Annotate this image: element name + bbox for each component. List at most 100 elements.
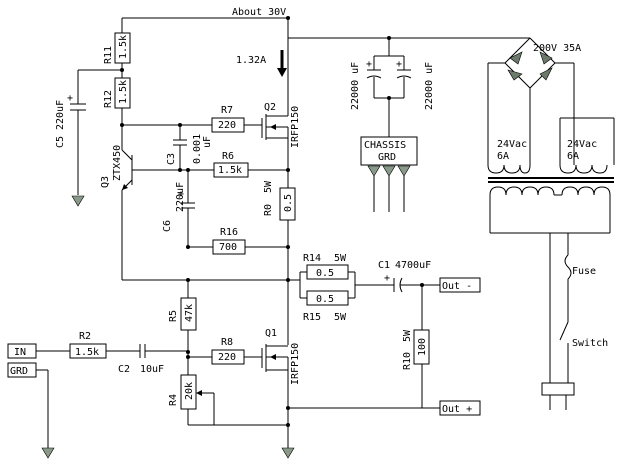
transistor-q3: Q3 ZTX450	[100, 145, 138, 280]
resistor-r0: 0.5 R0 5W	[263, 180, 296, 221]
r11-name: R11	[103, 46, 114, 64]
diode-icon	[539, 51, 553, 65]
diode-icon	[509, 51, 523, 65]
q3-part: ZTX450	[112, 145, 123, 181]
ground-icon	[397, 165, 411, 177]
q2-name: Q2	[264, 102, 276, 113]
capacitor-bank: + + 22000 uF 22000 uF	[350, 59, 435, 110]
svg-text:+: +	[384, 273, 390, 284]
r14-name: R14	[303, 253, 321, 264]
secondary-left-voltage: 24Vac	[497, 139, 527, 150]
resistor-r14: 0.5 R14 5W	[303, 253, 349, 280]
q2-part: IRFP150	[290, 106, 301, 148]
capacitor-c6: + C6 220uF	[162, 170, 195, 247]
c6-name: C6	[162, 220, 173, 232]
r10-value: 100	[417, 338, 428, 356]
c3-unit: uF	[202, 136, 213, 148]
q1-part: IRFP150	[290, 343, 301, 385]
r2-value: 1.5k	[75, 347, 99, 358]
r16-name: R16	[220, 227, 238, 238]
out-plus-terminal: Out +	[439, 400, 481, 416]
transformer: 24Vac 6A 24Vac 6A	[487, 117, 615, 234]
bridge-rectifier: 200V 35A	[504, 37, 581, 89]
grd-label: GRD	[10, 366, 28, 377]
resistor-r16: 700 R16	[212, 227, 246, 255]
ground-icon	[281, 447, 295, 459]
r0-name: R0	[263, 204, 274, 216]
svg-text:+: +	[366, 59, 372, 70]
secondary-right-voltage: 24Vac	[567, 139, 597, 150]
bridge-label: 200V 35A	[533, 43, 581, 54]
r15-name: R15	[303, 312, 321, 323]
r11-value: 1.5k	[118, 35, 129, 59]
r12-name: R12	[103, 90, 114, 108]
supply-voltage-label: About 30V	[232, 7, 286, 18]
c6-value: 220uF	[175, 182, 186, 212]
mosfet-q2: Q2 IRFP150	[261, 102, 301, 188]
down-arrow-icon	[277, 68, 287, 77]
resistor-r7: 220 R7	[211, 105, 245, 133]
r4-name: R4	[168, 394, 179, 406]
current-indicator: 1.32A	[236, 50, 287, 77]
resistor-r6: 1.5k R6	[213, 151, 249, 178]
power-plug-icon	[541, 382, 575, 410]
capacitor-c5: + C5 220uF	[55, 69, 122, 195]
capacitor-c1: + C1 4700uF	[378, 260, 431, 293]
ground-icon	[41, 447, 55, 459]
out-minus-label: Out -	[442, 281, 472, 292]
supply-rail: About 30V	[121, 7, 420, 107]
ground-icon	[71, 195, 85, 207]
svg-text:+: +	[67, 93, 73, 104]
r8-name: R8	[221, 337, 233, 348]
ground-icon	[382, 165, 396, 177]
resistor-r10: 100 R10 5W	[402, 329, 430, 370]
r7-value: 220	[218, 120, 236, 131]
resistor-r15: 0.5 R15 5W	[303, 290, 349, 323]
mosfet-q1: Q1 IRFP150	[261, 328, 301, 385]
c3-value: 0.001	[192, 134, 203, 164]
resistor-r5: 47k R5	[168, 297, 197, 331]
input-terminal: IN	[7, 343, 37, 359]
r7-name: R7	[221, 105, 233, 116]
r15-rating: 5W	[334, 312, 347, 323]
power-switch: Switch	[559, 321, 608, 349]
fuse: Fuse	[564, 254, 596, 280]
c5-name: C5	[55, 136, 66, 148]
switch-label: Switch	[572, 338, 608, 349]
resistor-r8: 220 R8	[211, 337, 245, 365]
capacitor-c3: C3 0.001 uF	[166, 125, 213, 170]
svg-text:+: +	[178, 189, 184, 200]
chassis-label: CHASSIS	[364, 140, 406, 151]
r8-value: 220	[218, 352, 236, 363]
q1-name: Q1	[265, 328, 277, 339]
q3-name: Q3	[100, 176, 111, 188]
chassis-ground: CHASSIS GRD	[360, 136, 418, 212]
r4-value: 20k	[184, 382, 195, 400]
svg-text:+: +	[396, 59, 402, 70]
r6-value: 1.5k	[218, 165, 242, 176]
r5-name: R5	[168, 310, 179, 322]
potentiometer-r4: 20k R4	[168, 374, 215, 425]
resistor-r2: 1.5k R2	[69, 331, 107, 359]
out-plus-label: Out +	[442, 404, 472, 415]
resistor-r11: 1.5k R11	[103, 32, 131, 64]
secondary-right-current: 6A	[567, 151, 579, 162]
out-minus-terminal: Out -	[439, 277, 481, 293]
cap-bank-right-label: 22000 uF	[424, 62, 435, 110]
r0-value: 0.5	[283, 194, 294, 212]
current-label: 1.32A	[236, 55, 266, 66]
ground-icon	[367, 165, 381, 177]
fuse-label: Fuse	[572, 266, 596, 277]
r6-name: R6	[222, 151, 234, 162]
diode-icon	[507, 69, 523, 81]
resistor-r12: 1.5k R12	[103, 77, 131, 109]
r14-rating: 5W	[334, 253, 347, 264]
c5-value: 220uF	[55, 100, 66, 130]
r0-rating: 5W	[263, 180, 274, 193]
ground-terminal: GRD	[7, 362, 37, 378]
c3-name: C3	[166, 153, 177, 165]
r10-name: R10	[402, 352, 413, 370]
diode-icon	[539, 67, 553, 81]
r5-value: 47k	[184, 304, 195, 322]
